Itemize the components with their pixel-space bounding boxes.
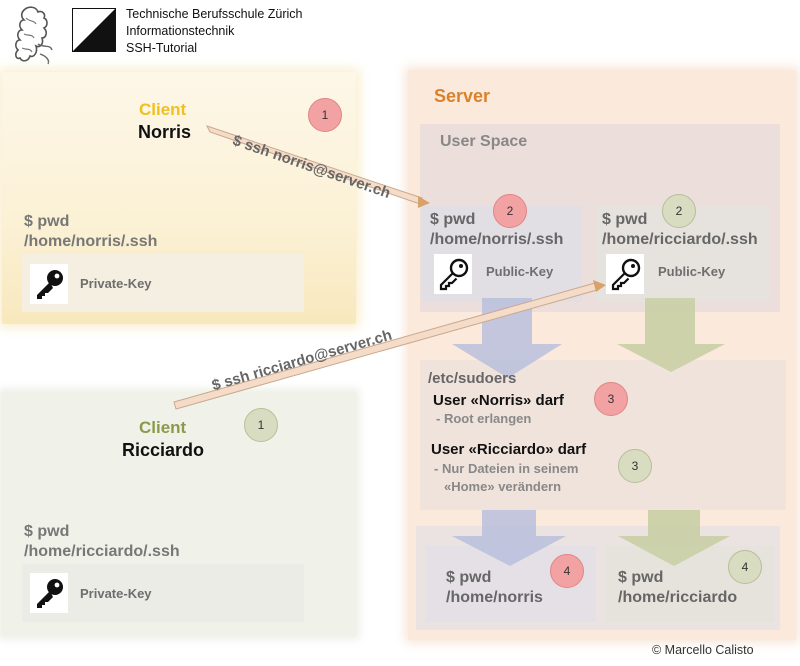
- pwd-path: /home/ricciardo/.ssh: [602, 231, 758, 248]
- public-key-label-norris: Public-Key: [486, 264, 554, 279]
- key-icon: [434, 254, 472, 294]
- department-name: Informationstechnik: [126, 24, 235, 38]
- client-ricciardo-pwd: $ pwd /home/ricciardo/.ssh: [24, 522, 180, 562]
- user-space-title: User Space: [440, 133, 528, 150]
- school-header: Technische Berufsschule Zürich Informati…: [126, 6, 302, 57]
- flow-arrow-ricciardo-2: [618, 510, 730, 566]
- step-badge-norris-1: 1: [308, 98, 342, 132]
- pwd-path: /home/norris/.ssh: [24, 233, 158, 250]
- flow-arrow-norris-2: [452, 510, 566, 566]
- school-name: Technische Berufsschule Zürich: [126, 7, 303, 21]
- sudoers-title: /etc/sudoers: [428, 370, 517, 387]
- public-key-label-ricciardo: Public-Key: [658, 264, 726, 279]
- zurich-shield-logo: [72, 8, 116, 52]
- key-icon: [606, 254, 644, 294]
- ssh-arrow-ricciardo: [173, 280, 606, 410]
- sudoers-norris-detail: - Root erlangen: [436, 411, 532, 426]
- client-norris-pwd: $ pwd /home/norris/.ssh: [24, 212, 157, 252]
- pwd-command: $ pwd: [430, 211, 476, 228]
- home-norris-pwd: $ pwd /home/norris: [446, 568, 543, 608]
- pwd-command: $ pwd: [24, 213, 70, 230]
- sudoers-norris-rule: User «Norris» darf: [433, 392, 564, 409]
- server-ricciardo-pwd: $ pwd /home/ricciardo/.ssh: [602, 210, 758, 250]
- pwd-path: /home/ricciardo/.ssh: [24, 543, 180, 560]
- step-badge-norris-3: 3: [594, 382, 628, 416]
- client-ricciardo-role: Client: [139, 418, 187, 437]
- pwd-command: $ pwd: [618, 569, 664, 586]
- private-key-label-norris: Private-Key: [80, 276, 152, 291]
- copyright-notice: © Marcello Calisto: [652, 643, 754, 657]
- sudoers-ricciardo-rule: User «Ricciardo» darf: [431, 441, 587, 458]
- step-badge-ricciardo-4: 4: [728, 550, 762, 584]
- step-badge-norris-2: 2: [493, 194, 527, 228]
- detail-line: - Nur Dateien in seinem: [434, 461, 579, 476]
- private-key-card-ricciardo: [22, 564, 304, 622]
- pwd-path: /home/norris/.ssh: [430, 231, 564, 248]
- flow-arrow-ricciardo-1: [617, 298, 725, 372]
- step-badge-norris-4: 4: [550, 554, 584, 588]
- ssh-arrow-norris: [206, 125, 430, 208]
- client-norris-name: Norris: [138, 122, 192, 142]
- home-ricciardo-pwd: $ pwd /home/ricciardo: [618, 568, 737, 608]
- pwd-path: /home/norris: [446, 589, 543, 606]
- private-key-card-norris: [22, 254, 304, 312]
- key-icon: [30, 264, 68, 304]
- tutorial-name: SSH-Tutorial: [126, 41, 198, 55]
- sudoers-ricciardo-detail: - Nur Dateien in seinem «Home» verändern: [434, 460, 578, 496]
- flow-arrow-norris-1: [452, 298, 562, 378]
- step-badge-ricciardo-1: 1: [244, 408, 278, 442]
- step-badge-ricciardo-3: 3: [618, 449, 652, 483]
- server-norris-pwd: $ pwd /home/norris/.ssh: [430, 210, 563, 250]
- server-title: Server: [434, 86, 491, 106]
- private-key-label-ricciardo: Private-Key: [80, 586, 152, 601]
- client-ricciardo-name: Ricciardo: [122, 440, 205, 460]
- zurich-lion-logo: [10, 4, 58, 66]
- pwd-path: /home/ricciardo: [618, 589, 738, 606]
- step-badge-ricciardo-2: 2: [662, 194, 696, 228]
- detail-line: «Home» verändern: [444, 479, 562, 494]
- client-norris-role: Client: [139, 100, 187, 119]
- key-icon: [30, 573, 68, 613]
- pwd-command: $ pwd: [446, 569, 492, 586]
- pwd-command: $ pwd: [602, 211, 648, 228]
- pwd-command: $ pwd: [24, 523, 70, 540]
